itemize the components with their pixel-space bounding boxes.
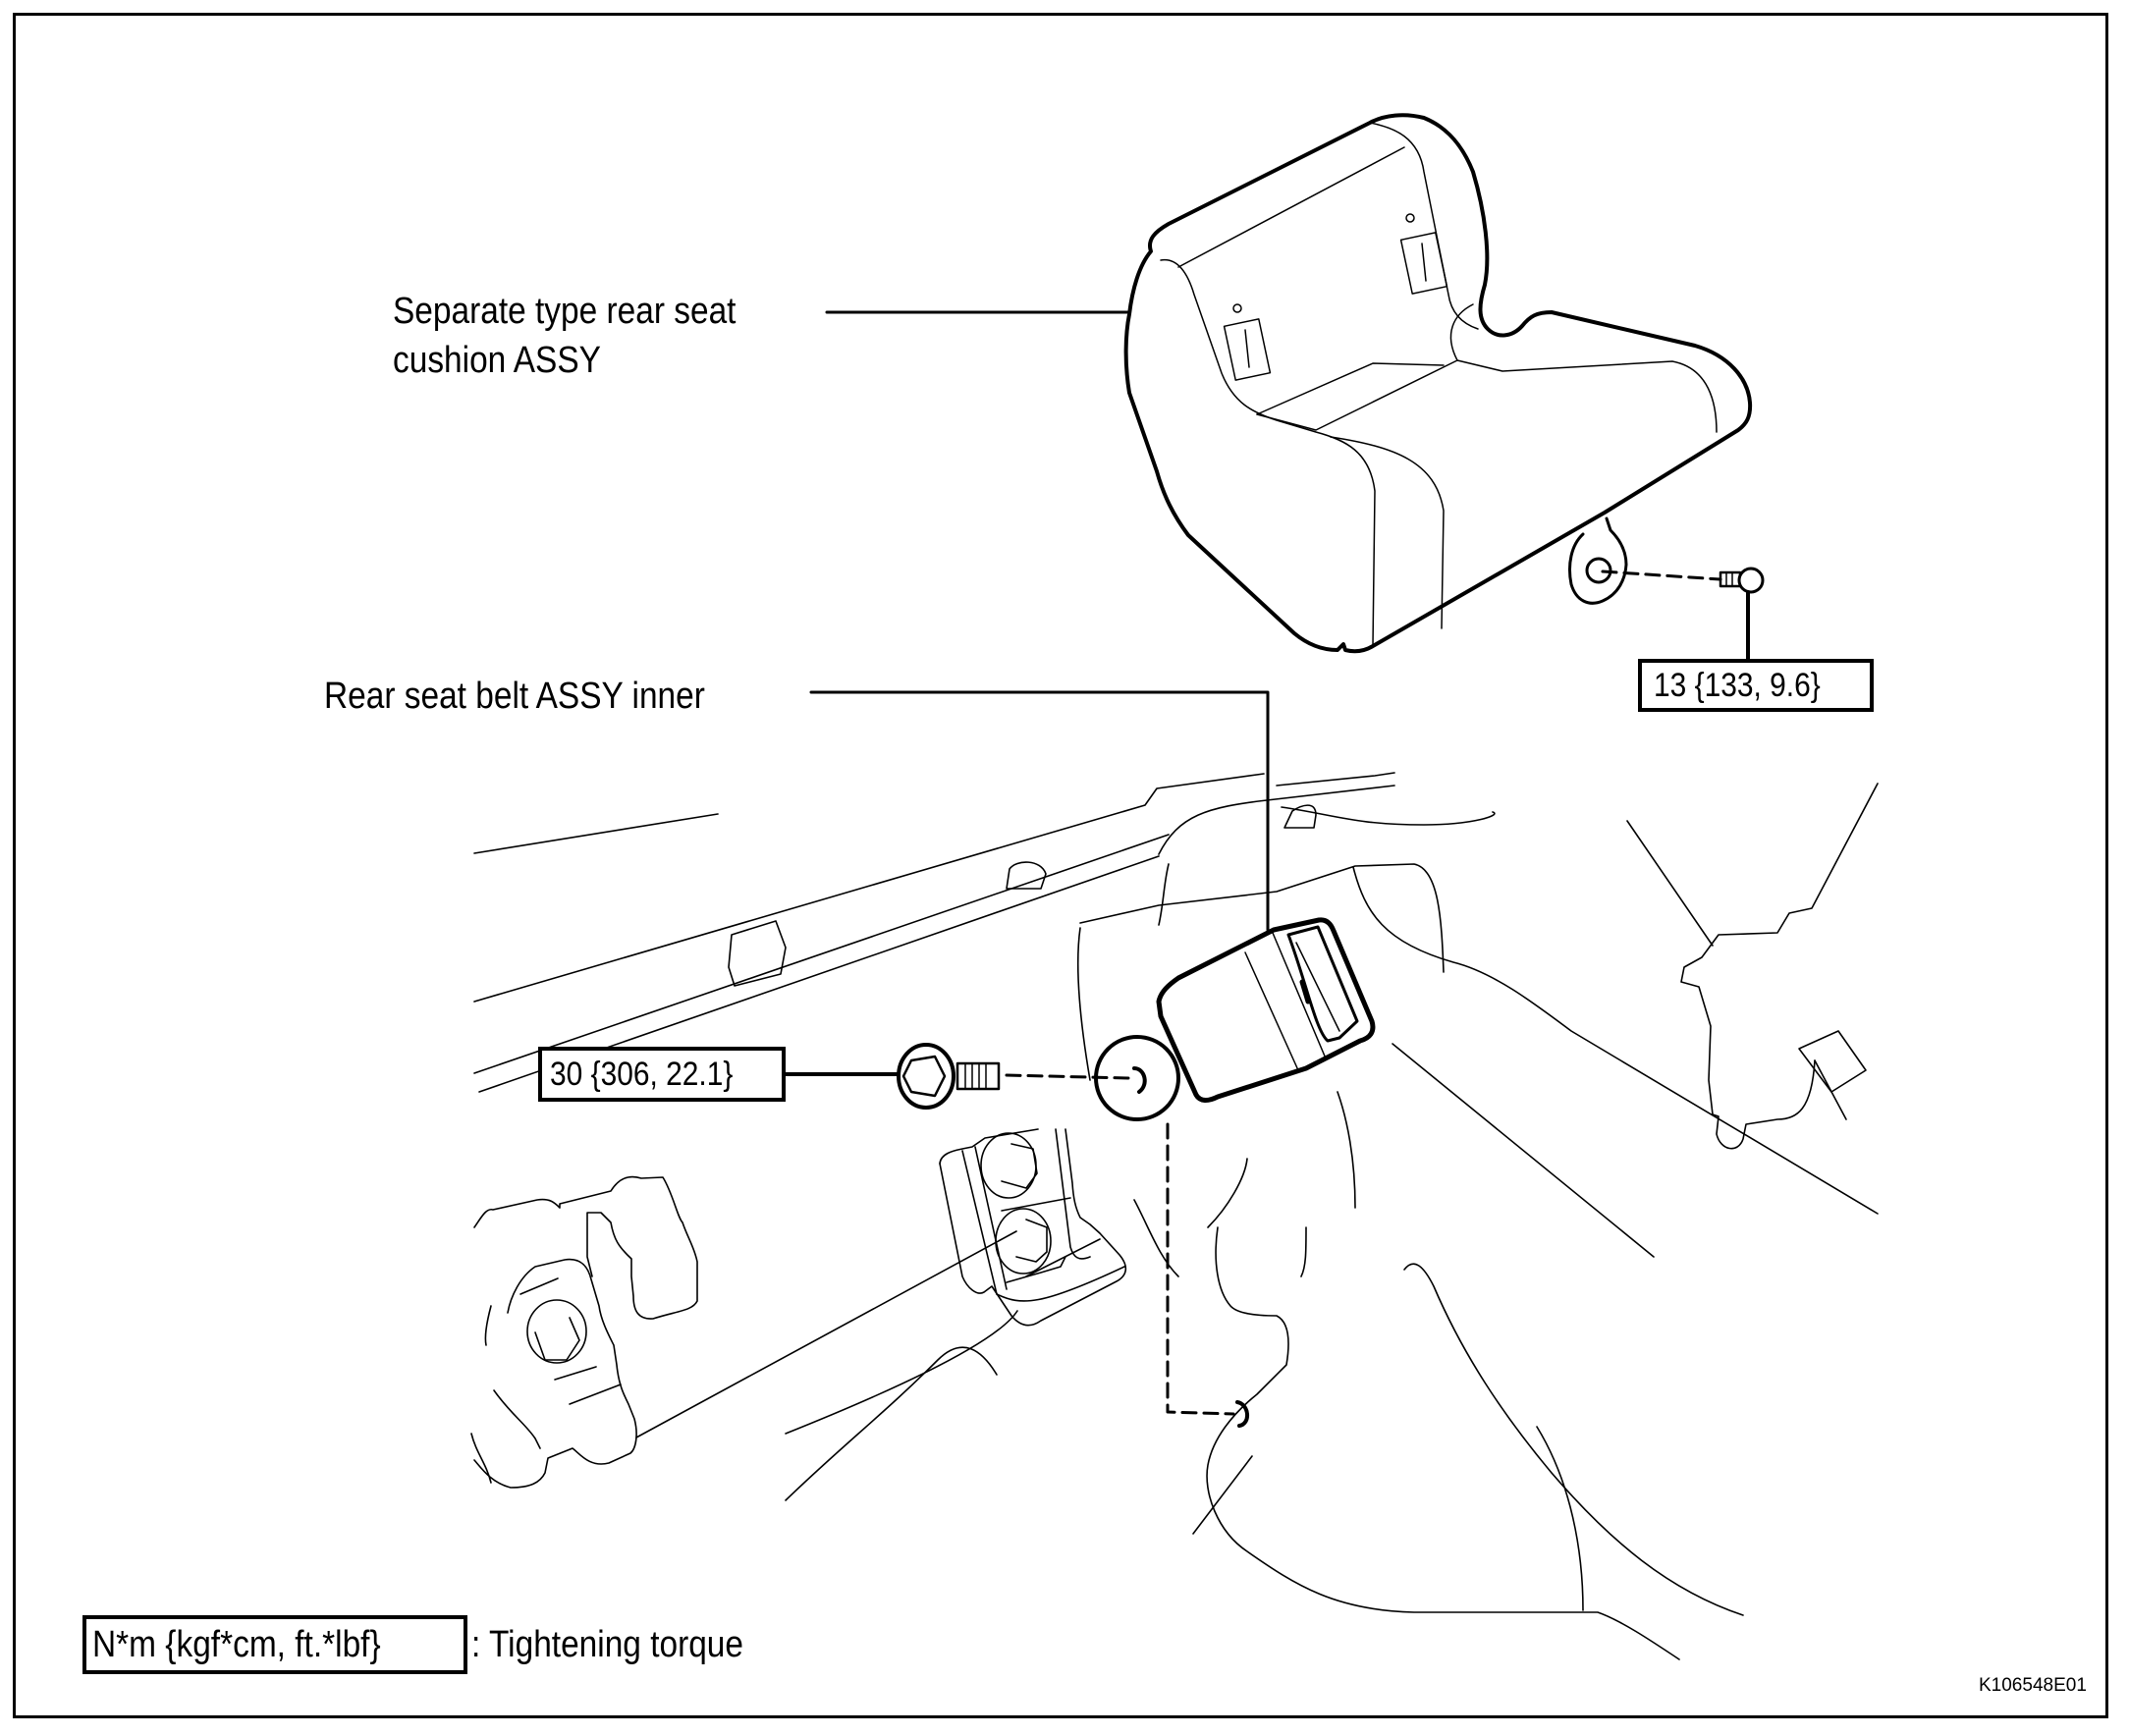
legend-description: : Tightening torque <box>471 1624 744 1665</box>
buckle-button-1 <box>1299 979 1311 1004</box>
floor-latch-left <box>470 1175 1017 1489</box>
belt-anchor-hole <box>1132 1066 1147 1094</box>
torque-spec-seat-cushion-bolt: 13 {133, 9.6} <box>1638 659 1874 712</box>
floor-anchor-bracket <box>939 1128 1127 1327</box>
seat-anchor-hole-right <box>1405 213 1415 223</box>
buckle-body <box>1156 917 1376 1103</box>
seat-anchor-hole-left <box>1232 303 1242 313</box>
seat-front-roll <box>1330 436 1445 629</box>
vehicle-rear-floor-lines <box>785 1158 1744 1660</box>
belt-anchor-plate <box>1094 1035 1180 1121</box>
seat-belt-label: Rear seat belt ASSY inner <box>324 676 705 717</box>
figure-frame <box>13 13 2108 1718</box>
seat-cushion-label-line1: Separate type rear seat <box>393 291 737 332</box>
seat-back-right-crease <box>1369 122 1479 330</box>
figure-id: K106548E01 <box>1979 1675 2087 1696</box>
legend-units-box: N*m {kgf*cm, ft.*lbf} <box>82 1615 467 1674</box>
buckle-seam-3 <box>1295 942 1340 1032</box>
seat-cushion-front-crease <box>1256 359 1718 433</box>
hex-bolt-icon <box>1719 567 1765 594</box>
seat-cushion-mid-crease <box>1256 362 1445 415</box>
seat-cushion-icon <box>1123 113 1753 654</box>
seat-anchor-slot-right-mark <box>1421 243 1427 282</box>
seat-cushion-label-line2: cushion ASSY <box>393 340 601 381</box>
seat-anchor-slot-left-mark <box>1244 329 1250 368</box>
buckle-tongue-slot <box>1286 925 1359 1043</box>
torque-value: 30 {306, 22.1} <box>550 1055 734 1093</box>
seat-cushion-outline <box>1123 113 1753 654</box>
seat-anchor-slot-left <box>1223 318 1272 381</box>
seat-belt-leader-line <box>809 690 1270 932</box>
seat-mount-hole <box>1585 557 1612 584</box>
buckle-seam-1 <box>1244 951 1299 1071</box>
seat-back-inner-line <box>1160 259 1376 647</box>
floor-anchor-hole <box>1235 1400 1249 1428</box>
seat-mount-bracket <box>1568 516 1628 605</box>
buckle-seam-2 <box>1272 932 1327 1059</box>
seat-anchor-slot-right <box>1399 232 1448 295</box>
belt-anchor-dashed-path <box>1166 1122 1235 1416</box>
legend-units: N*m {kgf*cm, ft.*lbf} <box>92 1623 381 1665</box>
seat-belt-buckle-icon <box>1094 917 1376 1121</box>
seat-bolt-dashed-path <box>1601 570 1722 581</box>
seat-back-top-crease <box>1177 146 1405 268</box>
belt-bolt-dashed-path <box>1005 1073 1131 1080</box>
torque-value: 13 {133, 9.6} <box>1654 666 1821 704</box>
seat-side-roll <box>1449 303 1474 361</box>
torque-spec-seat-belt-bolt: 30 {306, 22.1} <box>538 1047 786 1102</box>
hex-bolt-icon <box>897 1043 1001 1110</box>
